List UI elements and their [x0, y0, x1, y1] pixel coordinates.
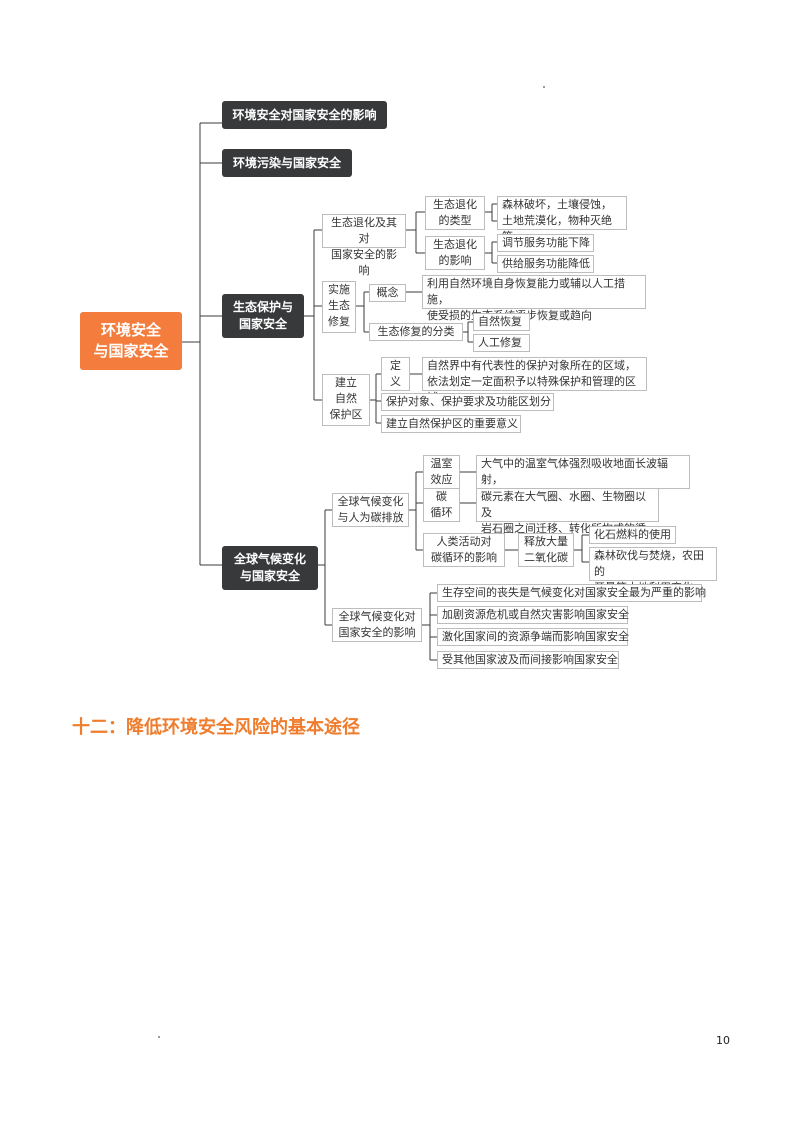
node-concept-text: 利用自然环境自身恢复能力或辅以人工措施， 使受损的生态系统逐步恢复或趋向 — [422, 275, 646, 322]
node-security-item-1: 生存空间的丧失是气候变化对国家安全最为严重的影响 — [437, 584, 706, 602]
node-greenhouse-text: 大气中的温室气体强烈吸收地面长波辐射， 使地球接收的太阳能不会马上散失掉 — [476, 455, 690, 502]
node-climate-security: 全球气候变化对 国家安全的影响 — [332, 608, 422, 642]
node-concept: 概念 — [369, 284, 406, 302]
node-artificial-restoration: 人工修复 — [473, 334, 530, 352]
node-security-item-2: 加剧资源危机或自然灾害影响国家安全 — [437, 606, 629, 624]
node-classification: 生态修复的分类 — [369, 323, 463, 341]
node-reserve: 建立 自然 保护区 — [322, 374, 370, 426]
scan-speck — [158, 1036, 160, 1038]
node-carbon-emission: 全球气候变化 与人为碳排放 — [332, 493, 409, 527]
node-impact-label: 环境安全对国家安全的影响 — [232, 107, 377, 122]
node-effect-1: 调节服务功能下降 — [497, 234, 594, 252]
root-node: 环境安全 与国家安全 — [80, 312, 182, 370]
node-land-use: 森林砍伐与焚烧，农田的 开垦等土地利用变化 — [589, 547, 717, 594]
page-number: 10 — [716, 1034, 730, 1047]
node-carbon-cycle: 碳 循环 — [423, 488, 460, 522]
node-degradation: 生态退化及其对 国家安全的影响 — [322, 214, 406, 277]
node-impact: 环境安全对国家安全的影响 — [222, 101, 387, 129]
node-degradation-types: 生态退化 的类型 — [425, 196, 485, 230]
node-security-item-4: 受其他国家波及而间接影响国家安全 — [437, 651, 619, 669]
section-heading: 十二：降低环境安全风险的基本途径 — [72, 717, 360, 738]
node-eco-label: 生态保护与 国家安全 — [232, 300, 293, 331]
node-degradation-types-text: 森林破坏，土壤侵蚀， 土地荒漠化，物种灭绝等 — [497, 196, 627, 243]
node-reserve-item-1: 保护对象、保护要求及功能区划分 — [381, 393, 554, 411]
node-restoration: 实施 生态 修复 — [322, 281, 356, 333]
node-definition: 定 义 — [381, 357, 410, 391]
scan-speck — [543, 86, 545, 88]
node-climate: 全球气候变化 与国家安全 — [222, 546, 318, 590]
node-effect-2: 供给服务功能降低 — [497, 255, 594, 273]
node-carbon-cycle-text: 碳元素在大气圈、水圈、生物圈以及 岩石圈之间迁移、转化所构成的循环 — [476, 488, 659, 551]
node-release-co2: 释放大量 二氧化碳 — [518, 533, 574, 567]
node-eco: 生态保护与 国家安全 — [222, 294, 304, 338]
node-definition-text: 自然界中有代表性的保护对象所在的区域， 依法划定一定面积予以特殊保护和管理的区域 — [422, 357, 647, 404]
node-security-item-3: 激化国家间的资源争端而影响国家安全 — [437, 628, 629, 646]
node-pollution: 环境污染与国家安全 — [222, 149, 352, 177]
node-fossil-fuel: 化石燃料的使用 — [589, 526, 676, 544]
node-degradation-effects: 生态退化 的影响 — [425, 236, 485, 270]
node-greenhouse: 温室 效应 — [423, 455, 460, 489]
node-human-impact: 人类活动对 碳循环的影响 — [423, 533, 505, 567]
node-natural-recovery: 自然恢复 — [473, 313, 530, 331]
node-climate-label: 全球气候变化 与国家安全 — [233, 552, 306, 583]
node-reserve-item-2: 建立自然保护区的重要意义 — [381, 415, 521, 433]
root-label: 环境安全 与国家安全 — [93, 321, 169, 360]
node-pollution-label: 环境污染与国家安全 — [232, 155, 341, 170]
